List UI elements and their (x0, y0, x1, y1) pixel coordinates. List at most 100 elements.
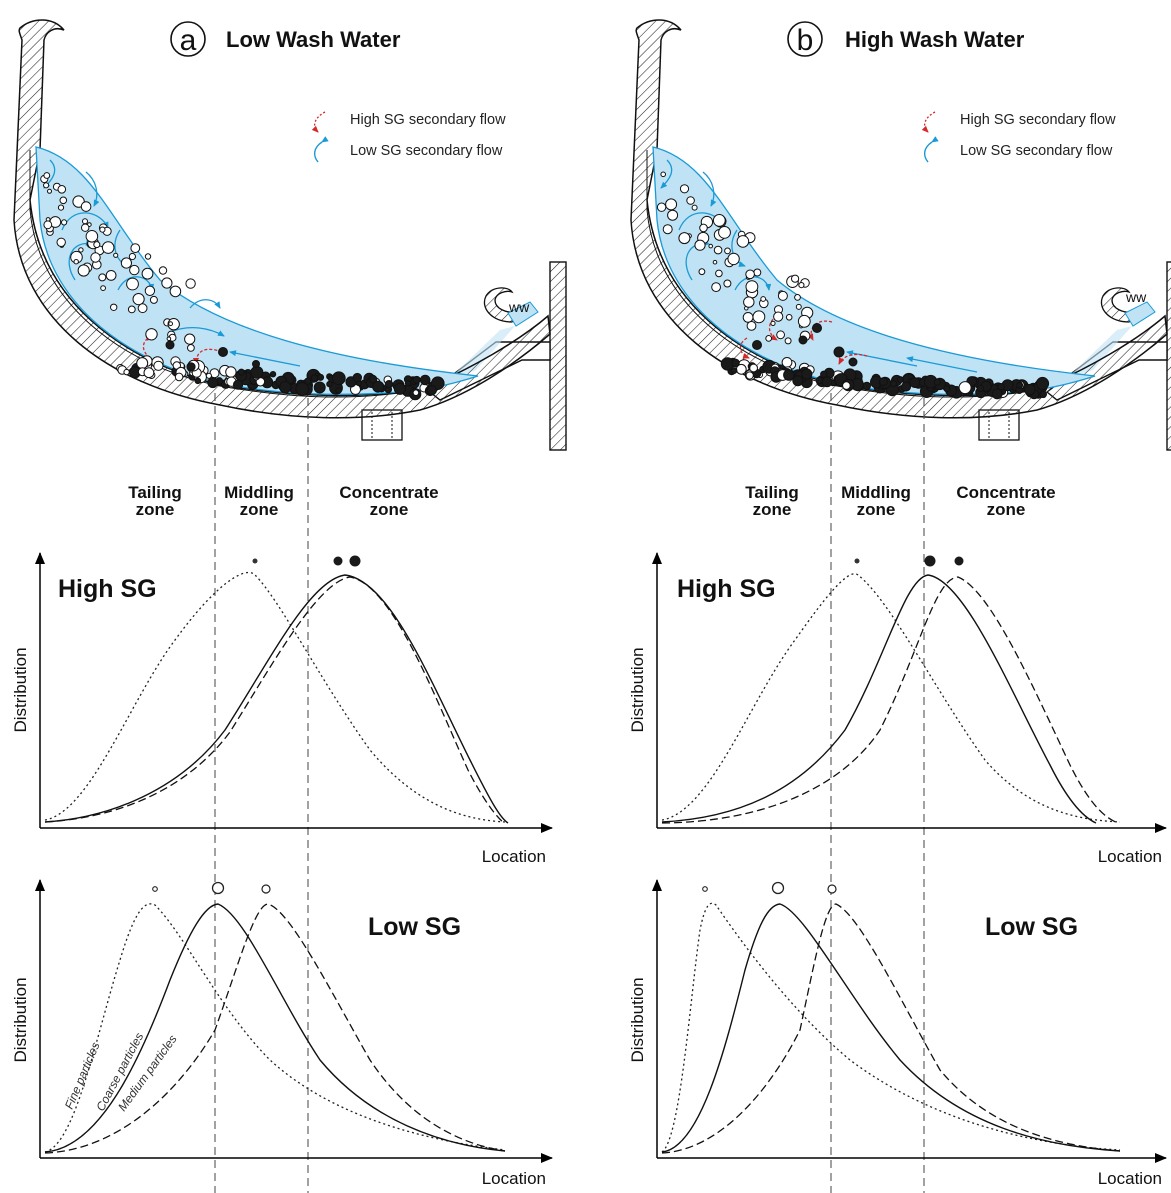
sg-label: High SG (58, 575, 157, 603)
fine-particles-curve (44, 903, 506, 1153)
dense-particle (384, 380, 394, 389)
dense-particle (368, 374, 378, 384)
fine-particle-marker (702, 886, 708, 892)
dense-particle (1039, 390, 1048, 399)
light-particle (169, 285, 182, 298)
sg-label: Low SG (985, 913, 1078, 941)
dense-particle (194, 377, 202, 385)
light-particle (184, 333, 196, 345)
light-particle (185, 278, 196, 289)
dense-particle (372, 380, 385, 393)
light-particle (656, 202, 667, 212)
tailing-zone-label-2: zone (753, 500, 792, 519)
light-particle (129, 264, 140, 276)
light-particle (149, 295, 158, 304)
dense-particle (815, 376, 824, 385)
light-particle (93, 241, 101, 249)
dense-particle (233, 379, 244, 390)
light-particle (77, 264, 90, 277)
light-particle (158, 266, 168, 275)
dense-particle (310, 374, 319, 382)
light-particle (749, 363, 759, 373)
light-particle (161, 277, 173, 289)
light-particle (795, 303, 802, 310)
light-particle (665, 198, 678, 211)
dense-particle (426, 385, 437, 396)
dense-particle (331, 371, 346, 386)
tailing-zone-label: Tailing (745, 483, 799, 502)
panel-title: Low Wash Water (226, 27, 401, 52)
light-particle (143, 367, 155, 379)
light-particle (745, 371, 754, 380)
dense-particle (165, 340, 175, 350)
light-particle (105, 270, 117, 281)
coarse-particle-marker (924, 555, 936, 567)
light-particle (742, 312, 754, 323)
dense-particle (821, 376, 833, 388)
plot-b-low-sg: Distribution Location Low SG (628, 879, 1167, 1188)
dense-particle (752, 340, 762, 350)
light-particle (120, 257, 133, 269)
light-particle (760, 296, 767, 302)
wash-water-label: ww (1125, 289, 1147, 305)
light-particle (842, 381, 851, 390)
medium-particle-marker (954, 556, 964, 566)
light-particle (43, 182, 50, 189)
dense-particle (792, 375, 804, 387)
light-particle (113, 252, 119, 258)
light-particle (708, 243, 713, 249)
light-particle (713, 245, 723, 255)
panel-letter: b (797, 24, 814, 57)
middling-zone-label-2: zone (240, 500, 279, 519)
dense-particle (801, 368, 813, 380)
x-axis-label: Location (1098, 847, 1162, 866)
dense-particle (295, 382, 310, 396)
light-particle (82, 218, 88, 225)
middling-zone-label: Middling (841, 483, 911, 502)
x-axis-label: Location (482, 847, 546, 866)
light-particle (765, 335, 773, 342)
tailing-zone-label-2: zone (136, 500, 175, 519)
light-particle (99, 226, 106, 233)
light-particle (101, 241, 115, 254)
dense-particle (879, 377, 888, 387)
legend-b: High SG secondary flow Low SG secondary … (921, 111, 1116, 163)
light-particle (144, 253, 152, 260)
low-sg-flow-icon (923, 136, 939, 163)
coarse-particle-marker (771, 881, 785, 895)
zone-labels-b: Tailing zone Middling zone Concentrate z… (745, 483, 1055, 519)
concentrate-zone-label-2: zone (370, 500, 409, 519)
light-particle (746, 321, 757, 331)
light-particle (136, 357, 149, 370)
light-particle (174, 372, 184, 382)
light-particle (144, 285, 156, 296)
legend-low-sg: Low SG secondary flow (350, 143, 503, 159)
sg-label: High SG (677, 575, 776, 603)
dense-particle (218, 347, 228, 357)
dense-particle (833, 346, 845, 358)
coarse-particle-marker (211, 881, 225, 895)
dense-particle (393, 382, 406, 395)
light-particle (145, 328, 158, 341)
dense-particle (237, 368, 245, 376)
coarse-particles-curve (44, 574, 509, 824)
middling-zone-label-2: zone (857, 500, 896, 519)
dense-particle (798, 335, 808, 345)
light-particle (736, 235, 750, 248)
light-particle (699, 223, 708, 233)
y-axis-label: Distribution (11, 977, 30, 1062)
light-particle (694, 239, 706, 251)
coarse-particles-curve (661, 574, 1097, 824)
plot-b-high-sg: Distribution Location High SG (628, 552, 1167, 866)
light-particle (770, 320, 776, 326)
dense-particle (862, 381, 872, 391)
fine-particle-marker (152, 886, 158, 892)
dense-particle (250, 365, 264, 379)
dense-particle (901, 381, 912, 392)
dense-particle (848, 357, 858, 367)
fine-particle-marker (854, 558, 860, 564)
dense-particle (335, 387, 342, 394)
wash-water-label: ww (508, 299, 530, 315)
dense-particle (889, 379, 898, 388)
